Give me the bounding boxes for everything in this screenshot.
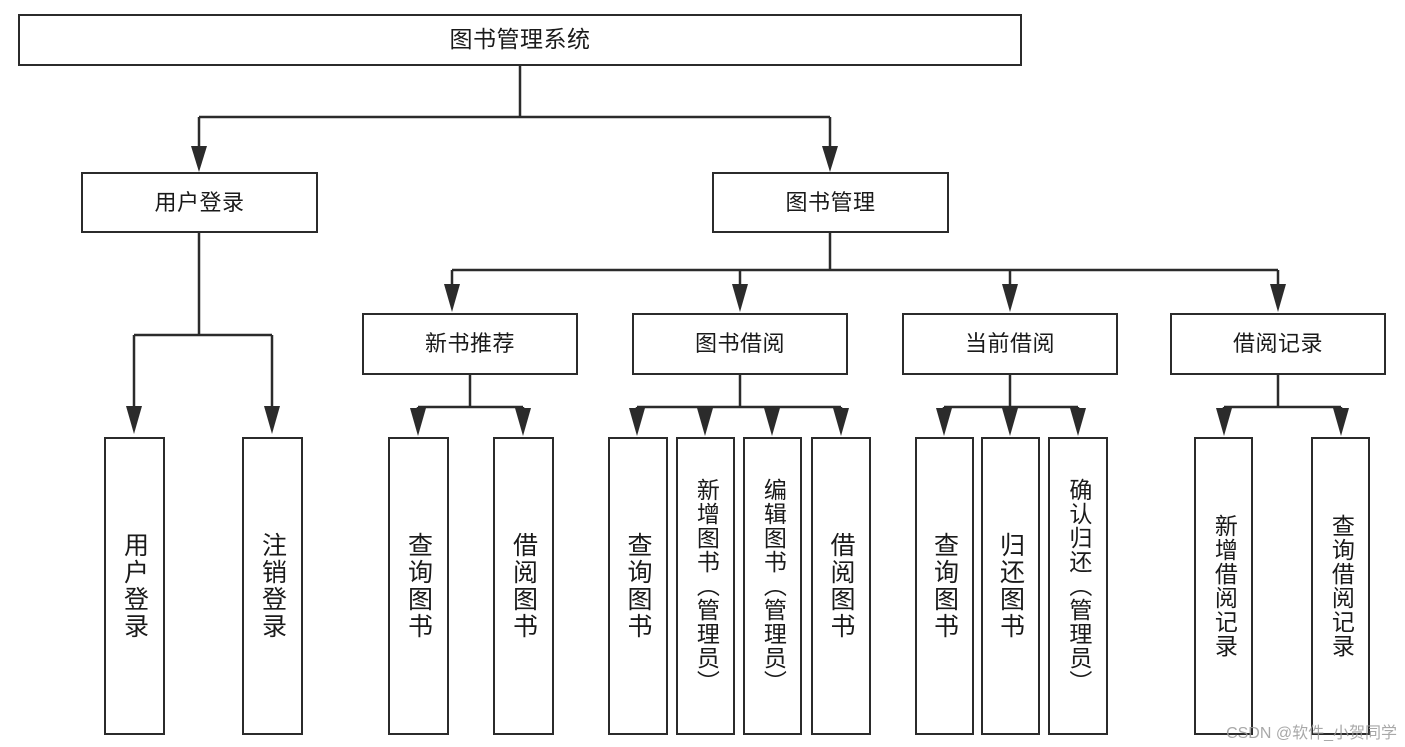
arrow-book-borrow xyxy=(732,284,748,312)
arrow-new-book xyxy=(444,284,460,312)
node-label: 借阅图书 xyxy=(509,532,538,640)
arrow-query-record xyxy=(1333,408,1349,436)
node-book-borrow[interactable]: 图书借阅 xyxy=(632,313,848,375)
node-root-book-management-system[interactable]: 图书管理系统 xyxy=(18,14,1022,66)
node-label: 查询图书 xyxy=(624,532,652,640)
arrow-leaf-logout xyxy=(264,406,280,434)
node-label: 查询借阅记录 xyxy=(1328,514,1355,658)
node-label: 当前借阅 xyxy=(964,331,1055,357)
node-leaf-query-book-1[interactable]: 查询图书 xyxy=(388,437,449,735)
node-leaf-borrow-book-2[interactable]: 借阅图书 xyxy=(811,437,871,735)
arrow-current-borrow xyxy=(1002,284,1018,312)
node-label: 编辑图书（管理员） xyxy=(760,478,787,694)
arrow-b2 xyxy=(833,408,849,436)
arrow-confirm-return xyxy=(1070,408,1086,436)
arrow-leaf-user-login xyxy=(126,406,142,434)
node-label: 注销登录 xyxy=(258,532,287,640)
arrow-edit-book xyxy=(764,408,780,436)
node-label: 借阅记录 xyxy=(1232,331,1323,357)
node-leaf-user-login[interactable]: 用户登录 xyxy=(104,437,165,735)
node-leaf-confirm-return[interactable]: 确认归还（管理员） xyxy=(1048,437,1108,735)
node-leaf-query-book-3[interactable]: 查询图书 xyxy=(915,437,974,735)
watermark: CSDN @软件_小贺同学 xyxy=(1226,725,1397,742)
node-leaf-borrow-book-1[interactable]: 借阅图书 xyxy=(493,437,554,735)
arrow-user-login xyxy=(191,146,207,172)
node-leaf-edit-book[interactable]: 编辑图书（管理员） xyxy=(743,437,802,735)
node-label: 用户登录 xyxy=(120,532,149,640)
arrow-book-manage xyxy=(822,146,838,172)
node-label: 查询图书 xyxy=(404,532,433,640)
node-leaf-query-borrow-record[interactable]: 查询借阅记录 xyxy=(1311,437,1370,735)
node-label: 查询图书 xyxy=(930,532,959,640)
node-leaf-logout-login[interactable]: 注销登录 xyxy=(242,437,303,735)
node-new-book-recommend[interactable]: 新书推荐 xyxy=(362,313,578,375)
arrow-q1 xyxy=(410,408,426,436)
arrow-add-book xyxy=(697,408,713,436)
node-label: 图书借阅 xyxy=(694,331,785,357)
node-label: 新增图书（管理员） xyxy=(693,478,720,694)
arrow-return-book xyxy=(1002,408,1018,436)
arrow-add-record xyxy=(1216,408,1232,436)
node-label: 新增借阅记录 xyxy=(1211,514,1238,658)
node-label: 图书管理 xyxy=(785,189,876,215)
node-current-borrow[interactable]: 当前借阅 xyxy=(902,313,1118,375)
node-book-management[interactable]: 图书管理 xyxy=(712,172,949,233)
node-label: 图书管理系统 xyxy=(449,26,591,53)
node-borrow-record[interactable]: 借阅记录 xyxy=(1170,313,1386,375)
arrow-q3 xyxy=(936,408,952,436)
node-label: 借阅图书 xyxy=(827,532,855,640)
arrow-borrow-record xyxy=(1270,284,1286,312)
node-leaf-query-book-2[interactable]: 查询图书 xyxy=(608,437,668,735)
arrow-q2 xyxy=(629,408,645,436)
node-leaf-return-book[interactable]: 归还图书 xyxy=(981,437,1040,735)
arrow-b1 xyxy=(515,408,531,436)
node-label: 归还图书 xyxy=(996,532,1025,640)
node-leaf-add-borrow-record[interactable]: 新增借阅记录 xyxy=(1194,437,1253,735)
node-user-login[interactable]: 用户登录 xyxy=(81,172,318,233)
node-label: 用户登录 xyxy=(154,189,245,215)
node-label: 新书推荐 xyxy=(424,331,515,357)
node-label: 确认归还（管理员） xyxy=(1065,478,1092,694)
node-leaf-add-book[interactable]: 新增图书（管理员） xyxy=(676,437,735,735)
